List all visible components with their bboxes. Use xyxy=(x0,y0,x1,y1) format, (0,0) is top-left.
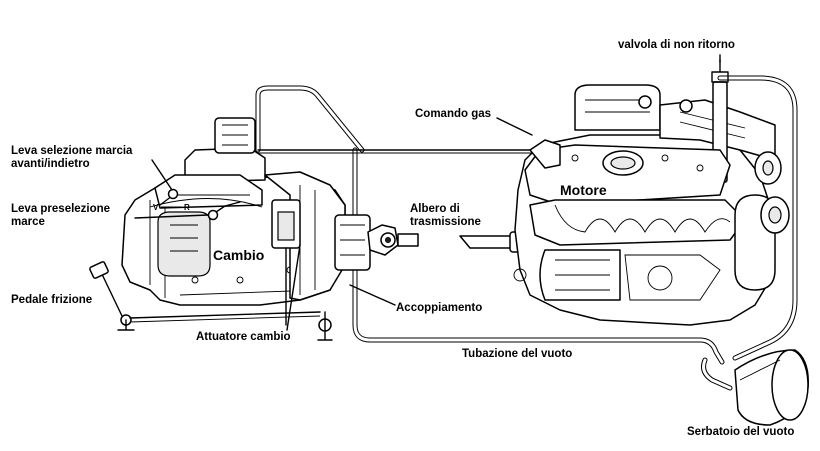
dial-reverse-label: R xyxy=(184,203,190,212)
coupling xyxy=(334,214,419,271)
label-comando-gas: Comando gas xyxy=(415,108,492,120)
check-valve-body xyxy=(711,71,729,83)
label-motore: Motore xyxy=(560,182,607,198)
gear-actuator xyxy=(271,199,333,341)
label-accoppiamento: Accoppiamento xyxy=(396,302,483,314)
label-tubazione-vuoto: Tubazione del vuoto xyxy=(462,348,573,360)
label-serbatoio-vuoto: Serbatoio del vuoto xyxy=(687,426,795,438)
label-valvola: valvola di non ritorno xyxy=(618,39,735,51)
label-leva-selezione-1: Leva selezione marcia xyxy=(11,145,133,157)
label-pedale-frizione: Pedale frizione xyxy=(11,294,93,306)
engine xyxy=(513,59,790,326)
label-leva-preselezione-1: Leva preselezione xyxy=(11,203,111,215)
label-cambio: Cambio xyxy=(213,247,265,263)
dial-forward-label: V xyxy=(153,203,159,212)
label-leva-selezione-2: avanti/indietro xyxy=(11,158,90,170)
label-attuatore-cambio: Attuatore cambio xyxy=(196,331,291,343)
label-leva-preselezione-2: marce xyxy=(11,216,45,228)
vacuum-tubing xyxy=(255,75,798,391)
leader-lines xyxy=(134,54,721,331)
label-albero-1: Albero di xyxy=(410,203,460,215)
preselector-lever-knob xyxy=(207,209,219,221)
throttle-lever xyxy=(529,139,561,169)
label-albero-2: trasmissione xyxy=(410,216,481,228)
clutch-pedal xyxy=(89,261,321,331)
vacuum-tank xyxy=(734,349,809,426)
drive-shaft xyxy=(459,231,525,253)
forward-reverse-lever-knob xyxy=(167,188,179,200)
